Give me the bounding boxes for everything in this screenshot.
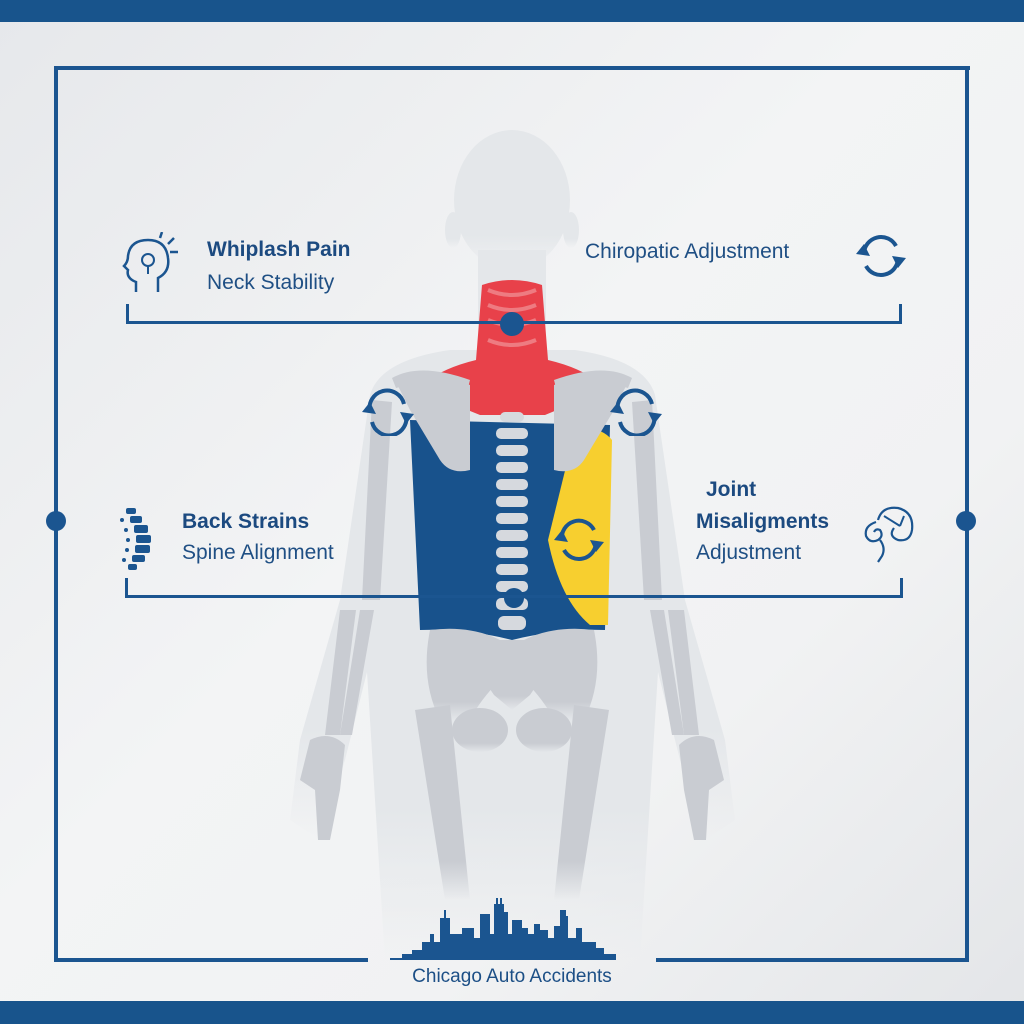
joint-title-line1: Joint bbox=[706, 478, 757, 501]
frame-left-node bbox=[46, 511, 66, 531]
back-strains-subtitle: Spine Alignment bbox=[182, 541, 334, 564]
side-region bbox=[548, 428, 612, 625]
chiropractic-label: Chiropatic Adjustment bbox=[585, 240, 790, 263]
neck-marker-node bbox=[500, 312, 524, 336]
whiplash-subtitle: Neck Stability bbox=[207, 271, 335, 294]
bottom-banner-bar bbox=[0, 1001, 1024, 1024]
side-torso-rotate-icon bbox=[554, 518, 604, 561]
back-connector-line bbox=[125, 578, 903, 598]
joint-subtitle: Adjustment bbox=[696, 541, 802, 564]
joint-title-line2: Misaligments bbox=[696, 510, 830, 533]
chicago-skyline-icon bbox=[390, 898, 616, 960]
joint-icon bbox=[864, 506, 914, 563]
frame-right-node bbox=[956, 511, 976, 531]
footer-label: Chicago Auto Accidents bbox=[412, 966, 612, 987]
whiplash-title: Whiplash Pain bbox=[207, 238, 351, 261]
top-banner-bar bbox=[0, 0, 1024, 22]
right-shoulder-rotate-icon bbox=[610, 388, 662, 436]
rotate-arrows-icon bbox=[856, 235, 906, 277]
spine-icon bbox=[120, 508, 151, 570]
back-strains-title: Back Strains bbox=[182, 510, 310, 533]
left-shoulder-rotate-icon bbox=[362, 388, 414, 436]
head-pain-icon bbox=[122, 232, 178, 292]
